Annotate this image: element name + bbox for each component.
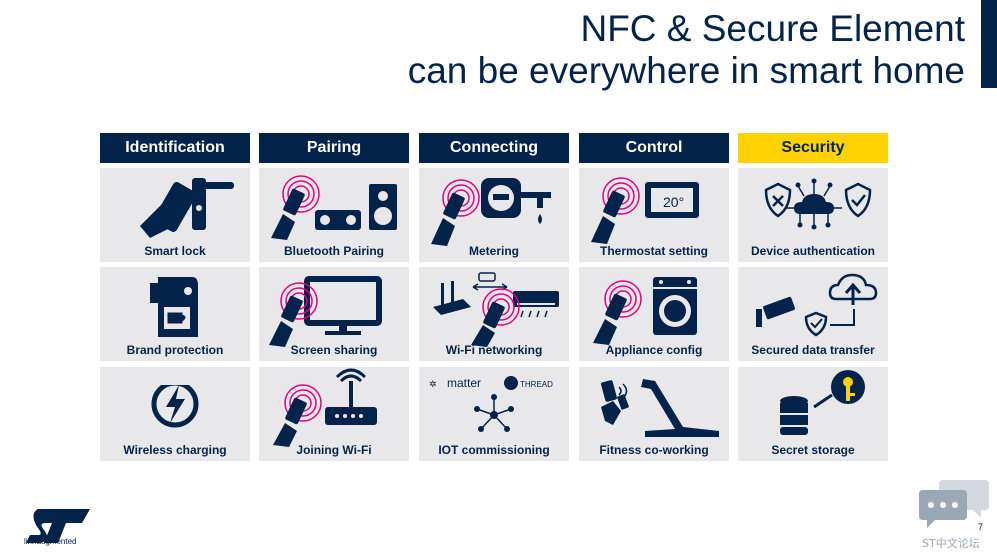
svg-text:✲: ✲ xyxy=(429,380,437,390)
cell-label: Secured data transfer xyxy=(751,343,875,357)
cell-label: Brand protection xyxy=(126,343,224,357)
cell-appliance-config: Appliance config xyxy=(579,267,729,361)
water-meter-icon xyxy=(431,178,551,246)
forum-chat-icon xyxy=(919,480,989,528)
cell-wifi-networking: Wi-Fi networking xyxy=(419,267,569,361)
washing-machine-icon xyxy=(593,277,697,345)
column-header-control: Control xyxy=(579,133,729,163)
iot-hub-icon: ✲ matter THREAD xyxy=(429,376,553,432)
cell-label: Joining Wi-Fi xyxy=(296,443,372,457)
thermostat-display: 20° xyxy=(663,194,684,210)
title-line-1: NFC & Secure Element xyxy=(580,8,965,49)
cell-label: Screen sharing xyxy=(290,343,378,357)
cell-label: Wireless charging xyxy=(123,443,227,457)
column-header-security: Security xyxy=(738,133,888,163)
cell-bluetooth-pairing: Bluetooth Pairing xyxy=(259,168,409,262)
wifi-router-icon xyxy=(273,368,377,447)
treadmill-icon xyxy=(601,379,719,437)
corner-accent-bar xyxy=(981,0,997,88)
cell-label: Thermostat setting xyxy=(599,244,708,258)
st-logo-icon xyxy=(26,509,90,543)
page-title: NFC & Secure Element can be everywhere i… xyxy=(408,8,965,92)
column-header-identification: Identification xyxy=(100,133,250,163)
cell-fitness-co-working: Fitness co-working xyxy=(579,367,729,461)
column-header-pairing: Pairing xyxy=(259,133,409,163)
cell-thermostat-setting: 20° Thermostat setting xyxy=(579,168,729,262)
cell-wireless-charging: Wireless charging xyxy=(100,367,250,461)
cell-joining-wifi: Joining Wi-Fi xyxy=(259,367,409,461)
cell-smart-lock: Smart lock xyxy=(100,168,250,262)
page-number: 7 xyxy=(977,522,983,532)
wifi-network-icon xyxy=(433,272,559,347)
brand-tagline: life.augmented xyxy=(24,537,77,546)
cell-secured-data-transfer: Secured data transfer xyxy=(738,267,888,361)
bluetooth-speaker-icon xyxy=(271,175,397,240)
camera-upload-icon xyxy=(756,273,878,337)
cell-label: Appliance config xyxy=(605,343,703,357)
cell-iot-commissioning: ✲ matter THREAD IOT commissioning xyxy=(419,367,569,461)
tv-screen-icon xyxy=(269,276,382,347)
shield-cloud-icon xyxy=(764,178,872,230)
cell-label: Fitness co-working xyxy=(599,443,709,457)
cell-label: Smart lock xyxy=(144,244,206,258)
cell-device-authentication: Device authentication xyxy=(738,168,888,262)
cell-screen-sharing: Screen sharing xyxy=(259,267,409,361)
matter-logo-text: matter xyxy=(447,376,481,390)
thermostat-icon: 20° xyxy=(591,177,699,244)
cell-label: IOT commissioning xyxy=(438,443,550,457)
smart-lock-icon xyxy=(140,178,234,238)
cell-secret-storage: Secret storage xyxy=(738,367,888,461)
cell-metering: Metering xyxy=(419,168,569,262)
cell-label: Device authentication xyxy=(750,244,876,258)
thread-logo-text: THREAD xyxy=(520,380,553,389)
cell-label: Bluetooth Pairing xyxy=(284,244,384,258)
database-key-icon xyxy=(780,370,865,435)
cell-brand-protection: Brand protection xyxy=(100,267,250,361)
forum-watermark: ST中文论坛 xyxy=(922,537,980,550)
cell-label: Wi-Fi networking xyxy=(445,343,543,357)
title-line-2: can be everywhere in smart home xyxy=(407,50,965,91)
cell-label: Metering xyxy=(468,244,519,258)
lightning-icon xyxy=(151,375,199,428)
coffee-machine-icon xyxy=(150,277,198,337)
cell-label: Secret storage xyxy=(771,443,855,457)
column-header-connecting: Connecting xyxy=(419,133,569,163)
